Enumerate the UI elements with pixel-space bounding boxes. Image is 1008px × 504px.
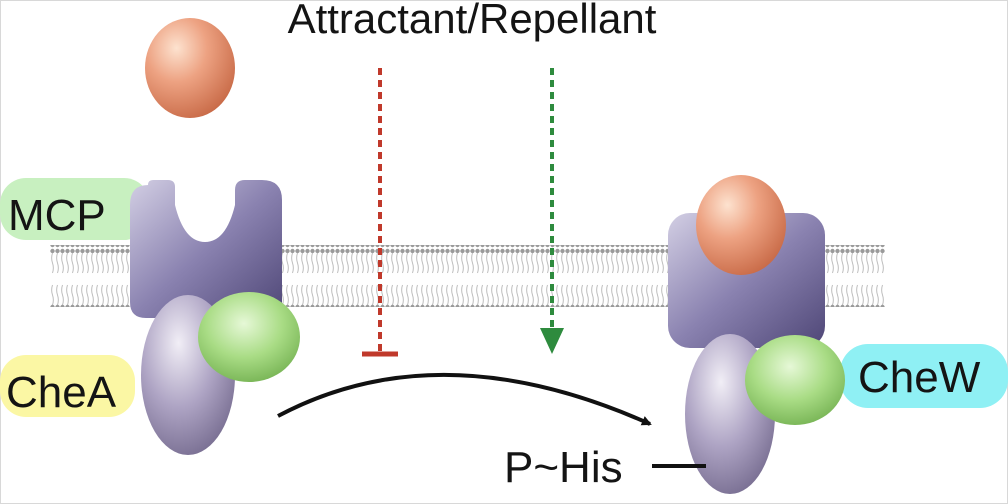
mcp-label: MCP: [8, 191, 106, 240]
activation-arrowhead: [540, 328, 564, 354]
chew-label: CheW: [858, 353, 981, 402]
diagram-title: Attractant/Repellant: [288, 0, 657, 42]
chew-protein-right: [745, 335, 845, 425]
bound-ligand: [696, 175, 786, 275]
phos-label: P~His: [504, 443, 623, 492]
signaling-arrow: [278, 375, 650, 424]
chea-label: CheA: [6, 368, 117, 417]
free-ligand: [145, 18, 235, 118]
chew-protein-left: [198, 292, 300, 382]
